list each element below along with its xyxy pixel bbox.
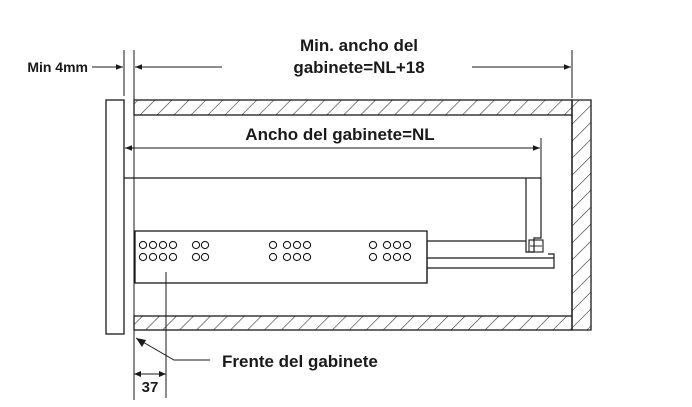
mounting-hole [292,240,302,250]
mounting-hole [368,240,378,250]
cabinet-front-leader-arrow [136,338,146,347]
mounting-hole [158,252,168,262]
mounting-hole [138,240,148,250]
slide-mounting-holes [138,240,412,262]
mounting-hole [168,240,178,250]
min-gap-label: Min 4mm [27,59,88,75]
mounting-hole [282,240,292,250]
offset-arrow-left [134,371,141,377]
mounting-hole [148,252,158,262]
mounting-hole [148,240,158,250]
offset-label: 37 [142,379,159,396]
mounting-hole [268,240,278,250]
cabinet-front-label: Frente del gabinete [222,352,378,371]
mounting-hole [382,252,392,262]
mounting-hole [191,240,201,250]
mounting-hole [402,252,412,262]
cabinet-front-leader-line [135,337,210,361]
drawer-front-panel [105,99,125,335]
cabinet-bottom-wall [133,315,573,331]
drawer-box-back [525,178,542,253]
mounting-hole [302,252,312,262]
slide-rail [134,230,555,284]
cabinet-width-label: Ancho del gabinete=NL [245,125,434,144]
mounting-hole [200,252,210,262]
mounting-hole [268,252,278,262]
mounting-hole [138,252,148,262]
offset-arrow-right [159,371,166,377]
mounting-hole [368,252,378,262]
mounting-hole [402,240,412,250]
min-width-label-line2: gabinete=NL+18 [293,58,424,77]
mounting-hole [282,252,292,262]
mounting-hole [392,240,402,250]
mounting-hole [302,240,312,250]
mounting-hole [382,240,392,250]
cabinet-top-wall [133,99,573,116]
mounting-hole [392,252,402,262]
mounting-hole [168,252,178,262]
cabinet-right-wall [571,99,592,331]
mounting-hole [292,252,302,262]
min-width-label-line1: Min. ancho del [300,36,418,55]
mounting-hole [191,252,201,262]
mounting-hole [158,240,168,250]
mounting-hole [200,240,210,250]
